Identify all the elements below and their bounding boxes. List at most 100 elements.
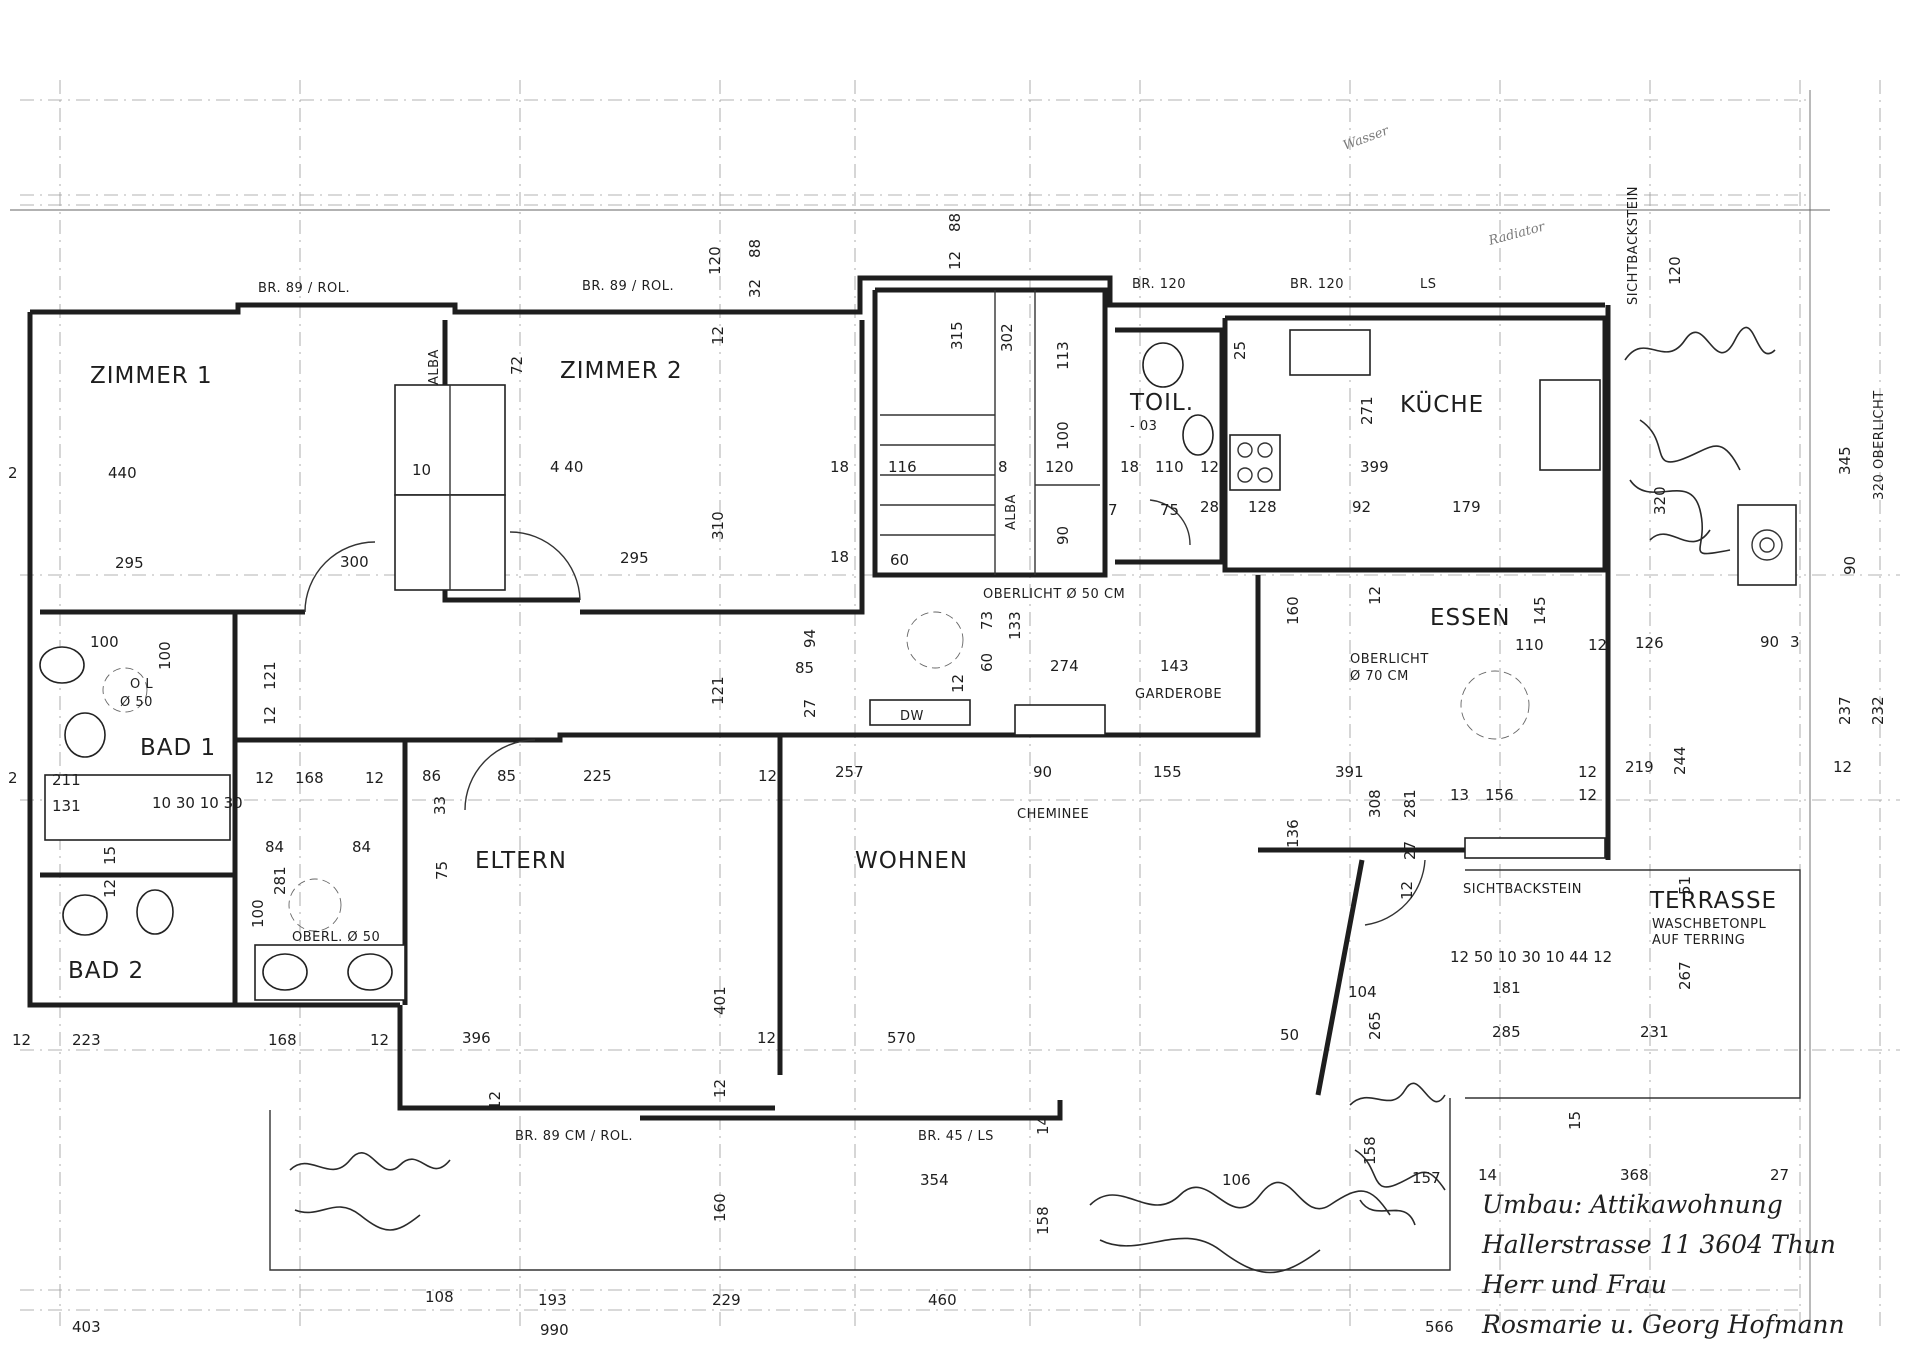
- dimension: 460: [928, 1291, 957, 1309]
- room-labels: ZIMMER 1 ZIMMER 2 TOIL. - 03 KÜCHE ESSEN…: [68, 358, 1777, 984]
- oberlicht-bad1-label-a: O L: [130, 677, 153, 692]
- door-swings: [102, 499, 1530, 932]
- dimension: 10 30 10 30: [152, 794, 243, 812]
- dimension: 399: [1360, 458, 1389, 476]
- room-essen: ESSEN: [1430, 605, 1510, 631]
- construction-lines: [10, 80, 1900, 1330]
- planting: [289, 326, 1776, 1274]
- room-wohnen: WOHNEN: [855, 848, 968, 874]
- dimension: 14: [1478, 1166, 1497, 1184]
- dimension: 158: [1034, 1206, 1052, 1235]
- dimension: 229: [712, 1291, 741, 1309]
- dimension: 12: [101, 879, 119, 898]
- title-line-4: Rosmarie u. Georg Hofmann: [1481, 1310, 1845, 1339]
- alba-label-2: ALBA: [1004, 494, 1019, 530]
- dimension: 12: [949, 674, 967, 693]
- dimension: 3: [1790, 633, 1800, 651]
- room-terrasse: TERRASSE: [1649, 888, 1777, 914]
- dimension: 179: [1452, 498, 1481, 516]
- dimension: 12: [758, 767, 777, 785]
- dimension: 51: [1676, 876, 1694, 895]
- dimension: 401: [711, 986, 729, 1015]
- dimension: 193: [538, 1291, 567, 1309]
- dimension: 315: [948, 321, 966, 350]
- dimension: 84: [352, 838, 371, 856]
- dimension: 223: [72, 1031, 101, 1049]
- dimension: 128: [1248, 498, 1277, 516]
- alba-label-1: ALBA: [427, 349, 442, 385]
- dimension: 12: [709, 326, 727, 345]
- oberlicht-right-label: 320 OBERLICHT: [1872, 390, 1887, 500]
- dimension: 110: [1515, 636, 1544, 654]
- dimension: 75: [433, 861, 451, 880]
- dimension: 271: [1358, 396, 1376, 425]
- garderobe-label: GARDEROBE: [1135, 687, 1222, 702]
- dimension: 160: [711, 1193, 729, 1222]
- window-label-zimmer-2: BR. 89 / ROL.: [582, 279, 674, 294]
- dimension: 72: [508, 356, 526, 375]
- dimension: 308: [1366, 789, 1384, 818]
- dimension: 60: [978, 653, 996, 672]
- dimension: 285: [1492, 1023, 1521, 1041]
- dimension: 7: [1108, 501, 1118, 519]
- dimension: 75: [1160, 501, 1179, 519]
- dimension: 12: [370, 1031, 389, 1049]
- window-label-toilet: BR. 120: [1132, 277, 1186, 292]
- dimension: 88: [946, 213, 964, 232]
- dimension: 345: [1836, 446, 1854, 475]
- dimension: 12: [261, 706, 279, 725]
- dimension: 90: [1054, 526, 1072, 545]
- dimension: 100: [156, 641, 174, 670]
- oberlicht-bad-label: OBERL. Ø 50: [292, 930, 380, 945]
- title-line-1: Umbau: Attikawohnung: [1482, 1190, 1783, 1219]
- dimension: 231: [1640, 1023, 1669, 1041]
- dimension: 18: [830, 458, 849, 476]
- dimension: 25: [1231, 341, 1249, 360]
- title-line-3: Herr und Frau: [1481, 1270, 1667, 1299]
- dimension: 120: [1045, 458, 1074, 476]
- toilet-code: - 03: [1130, 419, 1157, 434]
- dimension: 232: [1869, 696, 1887, 725]
- dimension: 86: [422, 767, 441, 785]
- dimension: 12: [1366, 586, 1384, 605]
- dimension: 4 40: [550, 458, 583, 476]
- dimension: 100: [1054, 421, 1072, 450]
- dimension: 570: [887, 1029, 916, 1047]
- dimension: 73: [978, 611, 996, 630]
- dimension: 181: [1492, 979, 1521, 997]
- dimension: 320: [1651, 486, 1669, 515]
- dimension: 12: [255, 769, 274, 787]
- dimension: 100: [90, 633, 119, 651]
- dimension: 145: [1531, 596, 1549, 625]
- dimension: 18: [830, 548, 849, 566]
- fixtures: [39, 329, 1797, 1001]
- dimension: 12: [1833, 758, 1852, 776]
- dimension: 108: [425, 1288, 454, 1306]
- dimension: 126: [1635, 634, 1664, 652]
- dimension: 440: [108, 464, 137, 482]
- dimension: 396: [462, 1029, 491, 1047]
- room-zimmer-1: ZIMMER 1: [90, 363, 213, 389]
- pencil-note-radiator: Radiator: [1486, 219, 1547, 249]
- dimension: 88: [746, 239, 764, 258]
- dimension: 90: [1033, 763, 1052, 781]
- dimension: 157: [1412, 1169, 1441, 1187]
- dimension: 12: [12, 1031, 31, 1049]
- dimension: 120: [706, 246, 724, 275]
- dw-label: DW: [900, 709, 924, 724]
- dimension: 116: [888, 458, 917, 476]
- dimension: 391: [1335, 763, 1364, 781]
- dimension: 168: [268, 1031, 297, 1049]
- dimension: 281: [271, 866, 289, 895]
- dimension: 265: [1366, 1011, 1384, 1040]
- dimension: 403: [72, 1318, 101, 1336]
- dimension: 12: [757, 1029, 776, 1047]
- sichtbackstein-low-label: SICHTBACKSTEIN: [1463, 882, 1582, 897]
- dimension: 158: [1361, 1136, 1379, 1165]
- dimension: 12: [1578, 763, 1597, 781]
- dimension: 156: [1485, 786, 1514, 804]
- dimension: 211: [52, 771, 81, 789]
- dimension: 219: [1625, 758, 1654, 776]
- dimension: 12: [1588, 636, 1607, 654]
- dimension: 13: [1450, 786, 1469, 804]
